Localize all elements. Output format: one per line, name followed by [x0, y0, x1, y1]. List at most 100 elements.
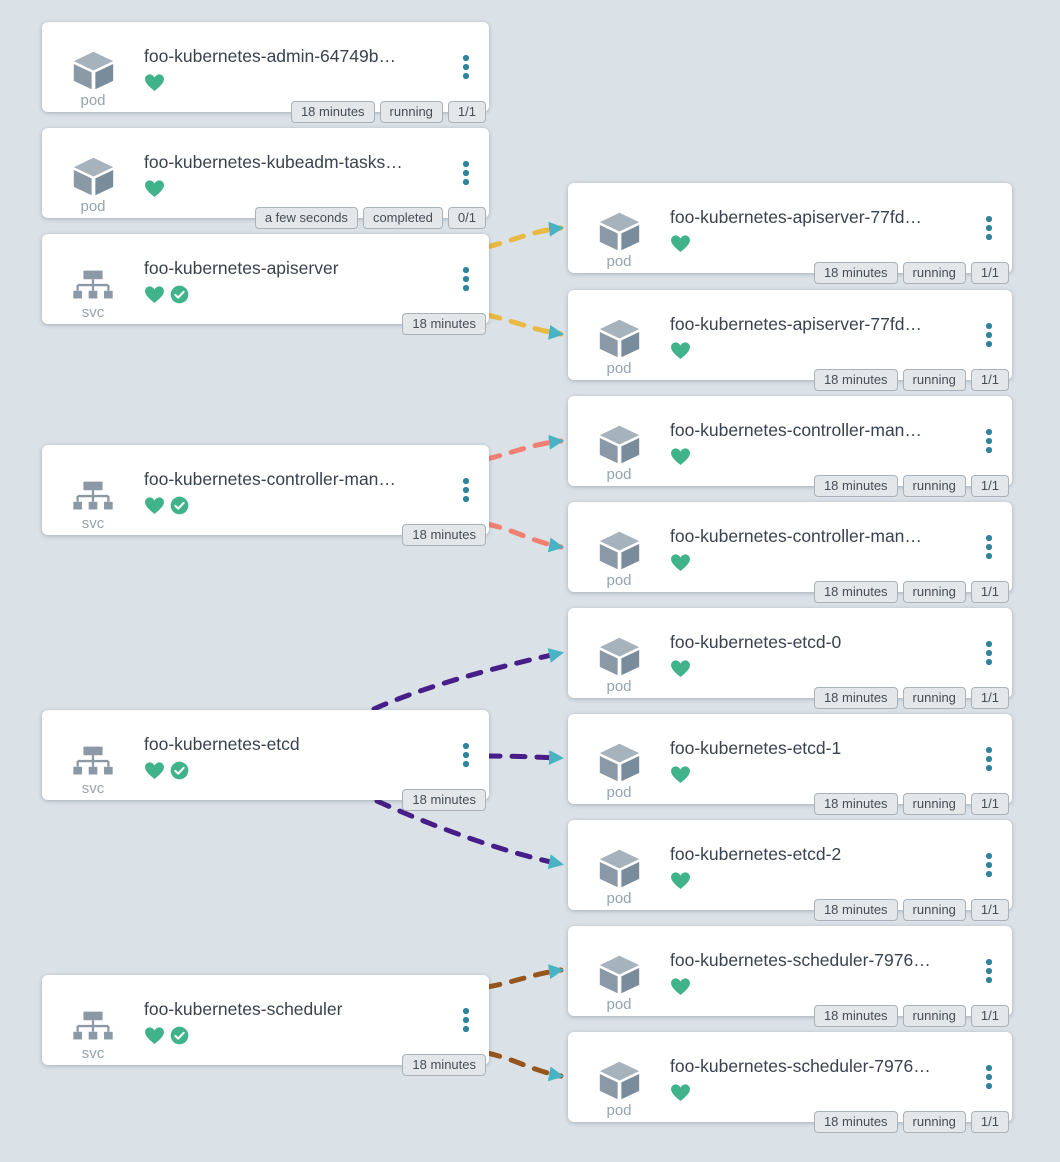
svc-card-controller-manager[interactable]: svc foo-kubernetes-controller-man… 18 mi…	[42, 445, 489, 546]
kebab-menu-button[interactable]	[443, 234, 489, 324]
age-badge: 18 minutes	[813, 793, 898, 815]
pod-cube-icon	[597, 636, 642, 677]
kebab-menu-button[interactable]	[966, 1032, 1012, 1122]
node-body: foo-kubernetes-etcd-1	[670, 714, 966, 804]
kebab-menu-button[interactable]	[443, 128, 489, 218]
node-icon-col: pod	[568, 502, 670, 592]
badge-row: 18 minutes running 1/1	[290, 101, 486, 123]
node-body: foo-kubernetes-etcd-2	[670, 820, 966, 910]
node-body: foo-kubernetes-scheduler-7976…	[670, 926, 966, 1016]
pod-card-kubeadm-tasks[interactable]: pod foo-kubernetes-kubeadm-tasks… a few …	[42, 128, 489, 229]
kebab-menu-button[interactable]	[443, 975, 489, 1065]
age-badge: a few seconds	[254, 207, 358, 229]
svc-card-etcd[interactable]: svc foo-kubernetes-etcd 18 minutes	[42, 710, 489, 811]
badge-row: 18 minutes	[402, 789, 486, 811]
status-badge: running	[902, 581, 966, 603]
badge-row: 18 minutes running 1/1	[813, 475, 1009, 497]
pod-card-apiserver-2[interactable]: pod foo-kubernetes-apiserver-77fd… 18 mi…	[568, 290, 1012, 391]
node-body: foo-kubernetes-admin-64749b…	[144, 22, 443, 112]
ready-badge: 1/1	[970, 262, 1009, 284]
age-badge: 18 minutes	[813, 1005, 898, 1027]
kebab-menu-button[interactable]	[966, 290, 1012, 380]
status-badge: running	[902, 687, 966, 709]
node-icon-col: svc	[42, 445, 144, 535]
kebab-menu-button[interactable]	[966, 502, 1012, 592]
edge-scheduler-to-pod-1	[484, 964, 564, 990]
badge-row: 18 minutes running 1/1	[813, 793, 1009, 815]
edge-apiserver-to-pod-1	[484, 221, 564, 250]
svc-card-scheduler[interactable]: svc foo-kubernetes-scheduler 18 minutes	[42, 975, 489, 1076]
pod-card-controller-manager-1[interactable]: pod foo-kubernetes-controller-man… 18 mi…	[568, 396, 1012, 497]
health-heart-icon	[670, 234, 691, 253]
badge-row: 18 minutes running 1/1	[813, 262, 1009, 284]
pod-card-etcd-0[interactable]: pod foo-kubernetes-etcd-0 18 minutes run…	[568, 608, 1012, 709]
badge-row: 18 minutes	[402, 1054, 486, 1076]
health-row	[144, 495, 443, 515]
badge-row: 18 minutes running 1/1	[813, 1111, 1009, 1133]
pod-card-scheduler-1[interactable]: pod foo-kubernetes-scheduler-7976… 18 mi…	[568, 926, 1012, 1027]
kebab-menu-button[interactable]	[966, 926, 1012, 1016]
kebab-menu-button[interactable]	[966, 183, 1012, 273]
node-kind-label: pod	[606, 360, 632, 377]
health-heart-icon	[144, 285, 165, 304]
node-icon-col: pod	[568, 290, 670, 380]
pod-card-controller-manager-2[interactable]: pod foo-kubernetes-controller-man… 18 mi…	[568, 502, 1012, 603]
edge-scheduler-to-pod-2	[484, 1050, 564, 1082]
kebab-menu-button[interactable]	[443, 22, 489, 112]
age-badge: 18 minutes	[402, 524, 486, 546]
pod-cube-icon	[597, 318, 642, 359]
health-row	[670, 340, 966, 360]
kebab-menu-button[interactable]	[443, 445, 489, 535]
health-heart-icon	[144, 496, 165, 515]
node-kind-label: pod	[80, 92, 106, 109]
node-icon-col: pod	[568, 926, 670, 1016]
node-kind-label: pod	[606, 1102, 632, 1119]
ready-badge: 1/1	[970, 687, 1009, 709]
node-icon-col: svc	[42, 710, 144, 800]
node-kind-label: pod	[606, 890, 632, 907]
node-title: foo-kubernetes-controller-man…	[670, 526, 922, 546]
node-kind-label: svc	[81, 515, 105, 532]
health-row	[144, 284, 443, 304]
health-check-icon	[170, 761, 189, 780]
node-title: foo-kubernetes-scheduler	[144, 999, 343, 1019]
health-heart-icon	[670, 765, 691, 784]
badge-row: 18 minutes running 1/1	[813, 687, 1009, 709]
node-title: foo-kubernetes-apiserver-77fd…	[670, 207, 922, 227]
node-title: foo-kubernetes-apiserver-77fd…	[670, 314, 922, 334]
service-tree-icon	[69, 745, 117, 779]
node-icon-col: pod	[568, 820, 670, 910]
edge-controller-to-pod-1	[484, 434, 564, 462]
node-title: foo-kubernetes-etcd-0	[670, 632, 842, 652]
node-kind-label: pod	[606, 996, 632, 1013]
node-body: foo-kubernetes-controller-man…	[670, 396, 966, 486]
health-heart-icon	[144, 73, 165, 92]
pod-card-etcd-2[interactable]: pod foo-kubernetes-etcd-2 18 minutes run…	[568, 820, 1012, 921]
ready-badge: 1/1	[970, 369, 1009, 391]
edge-controller-to-pod-2	[484, 521, 564, 553]
kebab-menu-button[interactable]	[966, 714, 1012, 804]
pod-card-scheduler-2[interactable]: pod foo-kubernetes-scheduler-7976… 18 mi…	[568, 1032, 1012, 1133]
node-body: foo-kubernetes-controller-man…	[144, 445, 443, 535]
svc-card-apiserver[interactable]: svc foo-kubernetes-apiserver 18 minutes	[42, 234, 489, 335]
node-icon-col: pod	[42, 22, 144, 112]
kebab-menu-button[interactable]	[966, 820, 1012, 910]
node-icon-col: pod	[568, 396, 670, 486]
health-check-icon	[170, 285, 189, 304]
health-heart-icon	[144, 761, 165, 780]
pod-card-apiserver-1[interactable]: pod foo-kubernetes-apiserver-77fd… 18 mi…	[568, 183, 1012, 284]
edge-apiserver-to-pod-2	[484, 312, 564, 340]
kebab-menu-button[interactable]	[966, 396, 1012, 486]
node-kind-label: pod	[606, 253, 632, 270]
status-badge: completed	[362, 207, 443, 229]
service-tree-icon	[69, 480, 117, 514]
kebab-menu-button[interactable]	[966, 608, 1012, 698]
status-badge: running	[379, 101, 443, 123]
kebab-menu-button[interactable]	[443, 710, 489, 800]
pod-cube-icon	[597, 424, 642, 465]
pod-card-etcd-1[interactable]: pod foo-kubernetes-etcd-1 18 minutes run…	[568, 714, 1012, 815]
ready-badge: 1/1	[447, 101, 486, 123]
status-badge: running	[902, 1005, 966, 1027]
pod-card-admin[interactable]: pod foo-kubernetes-admin-64749b… 18 minu…	[42, 22, 489, 123]
node-title: foo-kubernetes-etcd-1	[670, 738, 842, 758]
